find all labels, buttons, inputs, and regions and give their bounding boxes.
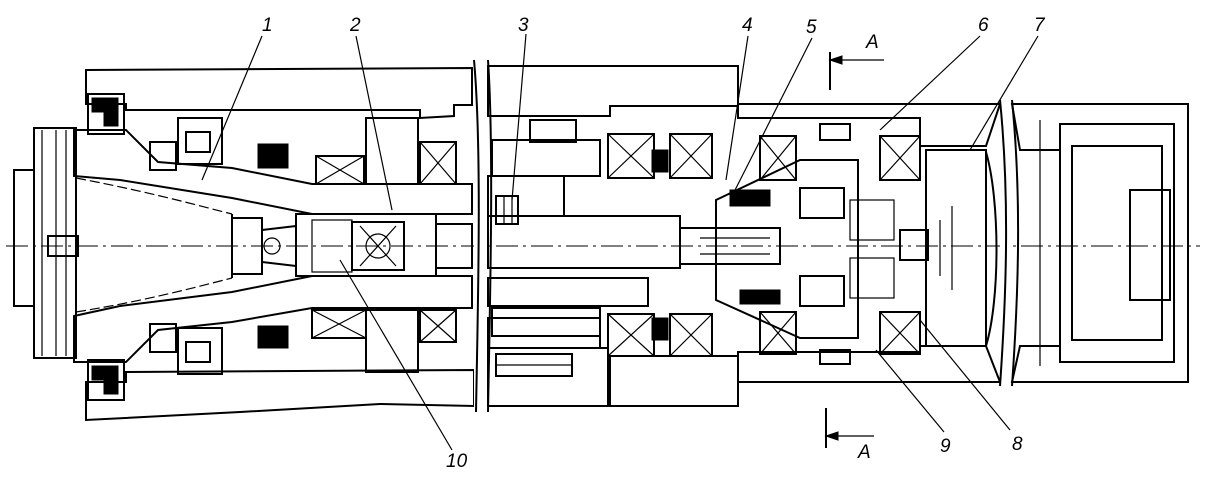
leader-lines <box>201 33 1039 451</box>
section-label-bottom: A <box>857 442 871 463</box>
flange-hub <box>13 169 35 307</box>
callout-1: 1 <box>262 15 273 36</box>
front-bearing-pair-top <box>315 141 457 185</box>
housing-bottom <box>85 368 475 422</box>
housing-top <box>85 66 473 120</box>
callout-9: 9 <box>940 436 951 457</box>
callout-labels: 1 2 3 4 5 6 7 8 9 10 <box>262 15 1046 472</box>
callout-5: 5 <box>806 17 817 38</box>
callout-2: 2 <box>349 15 361 36</box>
mid-section <box>487 65 739 407</box>
gearbox-housing-bottom <box>737 345 1002 383</box>
section-label-top: A <box>865 32 879 53</box>
mid-housing-top <box>487 65 739 117</box>
motor-housing <box>1010 103 1189 383</box>
callout-3: 3 <box>518 15 529 36</box>
spindle-upper <box>73 129 473 215</box>
callout-7: 7 <box>1034 15 1046 36</box>
coupling <box>925 149 987 347</box>
callout-4: 4 <box>742 15 753 36</box>
callout-8: 8 <box>1012 434 1023 455</box>
section-marker-top: A <box>828 32 884 90</box>
callout-6: 6 <box>978 15 989 36</box>
front-bearing-pair-bottom <box>311 309 457 343</box>
planet-carrier <box>715 159 859 339</box>
section-marker-bottom: A <box>824 408 874 463</box>
gearbox-housing-top <box>737 103 1002 147</box>
callout-10: 10 <box>446 451 468 472</box>
spindle-lower <box>73 275 473 363</box>
gearbox-section <box>679 103 1002 383</box>
motor-section <box>1010 103 1189 383</box>
flange-plate <box>33 127 77 359</box>
front-spindle-section <box>13 66 475 422</box>
